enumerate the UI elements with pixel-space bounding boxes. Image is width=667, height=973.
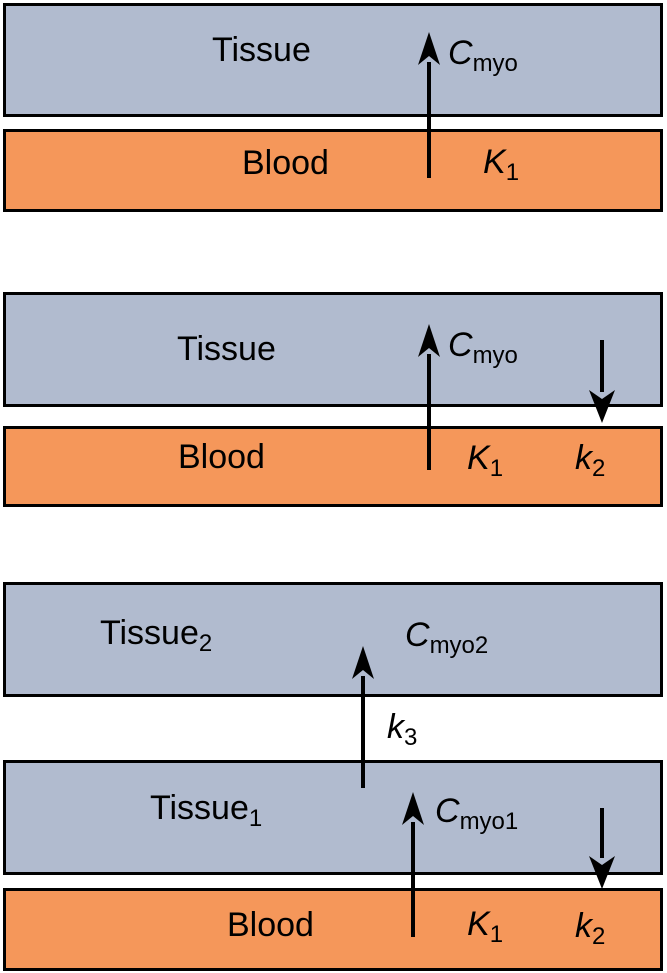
cmyo2-subscript: myo2	[429, 632, 489, 659]
tissue2-subscript: 2	[198, 630, 213, 657]
k2-subscript: 2	[592, 455, 606, 482]
k2-subscript: 2	[592, 923, 606, 950]
tissue1-box	[3, 760, 663, 875]
cmyo-subscript: myo	[472, 50, 518, 77]
k1-symbol: K	[467, 439, 490, 477]
k2-symbol: k	[575, 907, 592, 945]
tissue-box	[3, 292, 663, 407]
k3-label: k3	[387, 708, 417, 750]
k2-symbol: k	[575, 439, 592, 477]
blood-label: Blood	[242, 144, 329, 182]
k1-symbol: K	[467, 905, 490, 943]
tissue2-text: Tissue	[100, 614, 199, 652]
k3-subscript: 3	[404, 724, 418, 751]
blood-box	[3, 426, 663, 507]
tissue-box	[3, 3, 663, 117]
k1-subscript: 1	[489, 455, 504, 482]
cmyo2-symbol: C	[405, 616, 430, 654]
k2-label: k2	[575, 439, 605, 481]
blood-box	[3, 129, 663, 212]
cmyo-label: Cmyo	[448, 34, 518, 76]
cmyo1-subscript: myo1	[459, 808, 519, 835]
cmyo1-symbol: C	[435, 792, 460, 830]
k1-label: K1	[467, 439, 503, 481]
cmyo-symbol: C	[448, 326, 473, 364]
k1-symbol: K	[483, 143, 506, 181]
tissue-label: Tissue	[177, 330, 276, 368]
blood-box	[3, 888, 663, 971]
k2-label: k2	[575, 907, 605, 949]
k3-symbol: k	[387, 708, 404, 746]
tissue2-box	[3, 582, 663, 697]
cmyo-subscript: myo	[472, 342, 518, 369]
cmyo2-label: Cmyo2	[405, 616, 488, 658]
tissue-label: Tissue	[212, 31, 311, 69]
tissue1-label: Tissue1	[150, 789, 262, 831]
blood-label: Blood	[178, 438, 265, 476]
cmyo-label: Cmyo	[448, 326, 518, 368]
k1-subscript: 1	[505, 159, 520, 186]
cmyo1-label: Cmyo1	[435, 792, 518, 834]
k1-label: K1	[467, 905, 503, 947]
tissue2-label: Tissue2	[100, 614, 212, 656]
blood-label: Blood	[227, 906, 314, 944]
k1-label: K1	[483, 143, 519, 185]
tissue1-text: Tissue	[150, 789, 249, 827]
tissue1-subscript: 1	[248, 805, 263, 832]
cmyo-symbol: C	[448, 34, 473, 72]
k1-subscript: 1	[489, 921, 504, 948]
